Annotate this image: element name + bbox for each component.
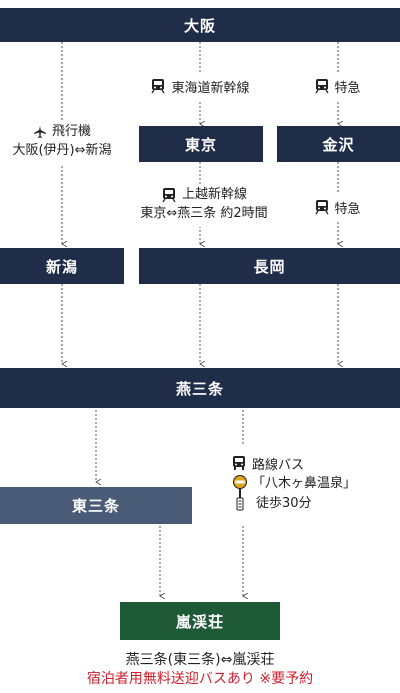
train-icon: [315, 78, 330, 94]
route-tokkyu-nagaoka: 特急: [306, 193, 370, 221]
node-niigata-label: 新潟: [45, 257, 78, 276]
node-nagaoka-label: 長岡: [253, 257, 286, 276]
node-tokyo: 東京: [139, 126, 263, 162]
node-tokyo-label: 東京: [184, 135, 217, 154]
airplane-icon: [33, 125, 47, 139]
node-niigata: 新潟: [0, 248, 124, 284]
route-bus: 路線バス 「八木ヶ鼻温泉」 徒歩30分: [232, 452, 368, 524]
node-osaka-label: 大阪: [183, 16, 216, 35]
route-flight: 飛行機 大阪(伊丹)⇔新潟: [4, 122, 120, 164]
route-bus-walk: 徒歩30分: [256, 496, 312, 511]
bus-icon: [232, 455, 246, 471]
train-icon: [150, 78, 166, 94]
node-tsubamesanjo-label: 燕三条: [175, 379, 224, 398]
node-kanazawa-label: 金沢: [322, 135, 355, 154]
route-tokaido: 東海道新幹線: [141, 72, 259, 100]
node-rankeiso-label: 嵐渓荘: [175, 612, 224, 631]
route-tokkyu-label: 特急: [334, 80, 361, 96]
route-joetsu-label: 上越新幹線: [181, 187, 247, 202]
route-bus-stop: 「八木ヶ鼻温泉」: [252, 476, 357, 491]
route-joetsu-detail: 東京⇔燕三条 約2時間: [140, 206, 268, 221]
footnote-route: 燕三条(東三条)⇔嵐渓荘: [125, 652, 275, 668]
route-tokkyu-kanazawa: 特急: [306, 72, 370, 100]
node-osaka: 大阪: [0, 8, 400, 42]
node-higashisanjo-label: 東三条: [71, 497, 120, 515]
bus-stop-icon: [232, 474, 248, 514]
node-rankeiso: 嵐渓荘: [120, 602, 280, 640]
node-higashisanjo: 東三条: [0, 487, 192, 524]
node-kanazawa: 金沢: [277, 126, 400, 162]
route-bus-label: 路線バス: [252, 457, 305, 473]
route-flight-label: 飛行機: [51, 124, 91, 139]
node-nagaoka: 長岡: [139, 248, 400, 284]
route-tokaido-label: 東海道新幹線: [171, 80, 250, 96]
node-tsubamesanjo: 燕三条: [0, 368, 400, 408]
train-icon: [315, 199, 330, 215]
route-joetsu: 上越新幹線 東京⇔燕三条 約2時間: [124, 185, 284, 227]
route-flight-detail: 大阪(伊丹)⇔新潟: [12, 143, 112, 158]
footnote-shuttle: 宿泊者用無料送迎バスあり ※要予約: [86, 671, 314, 687]
route-tokkyu-label: 特急: [334, 201, 361, 217]
train-icon: [161, 187, 177, 203]
